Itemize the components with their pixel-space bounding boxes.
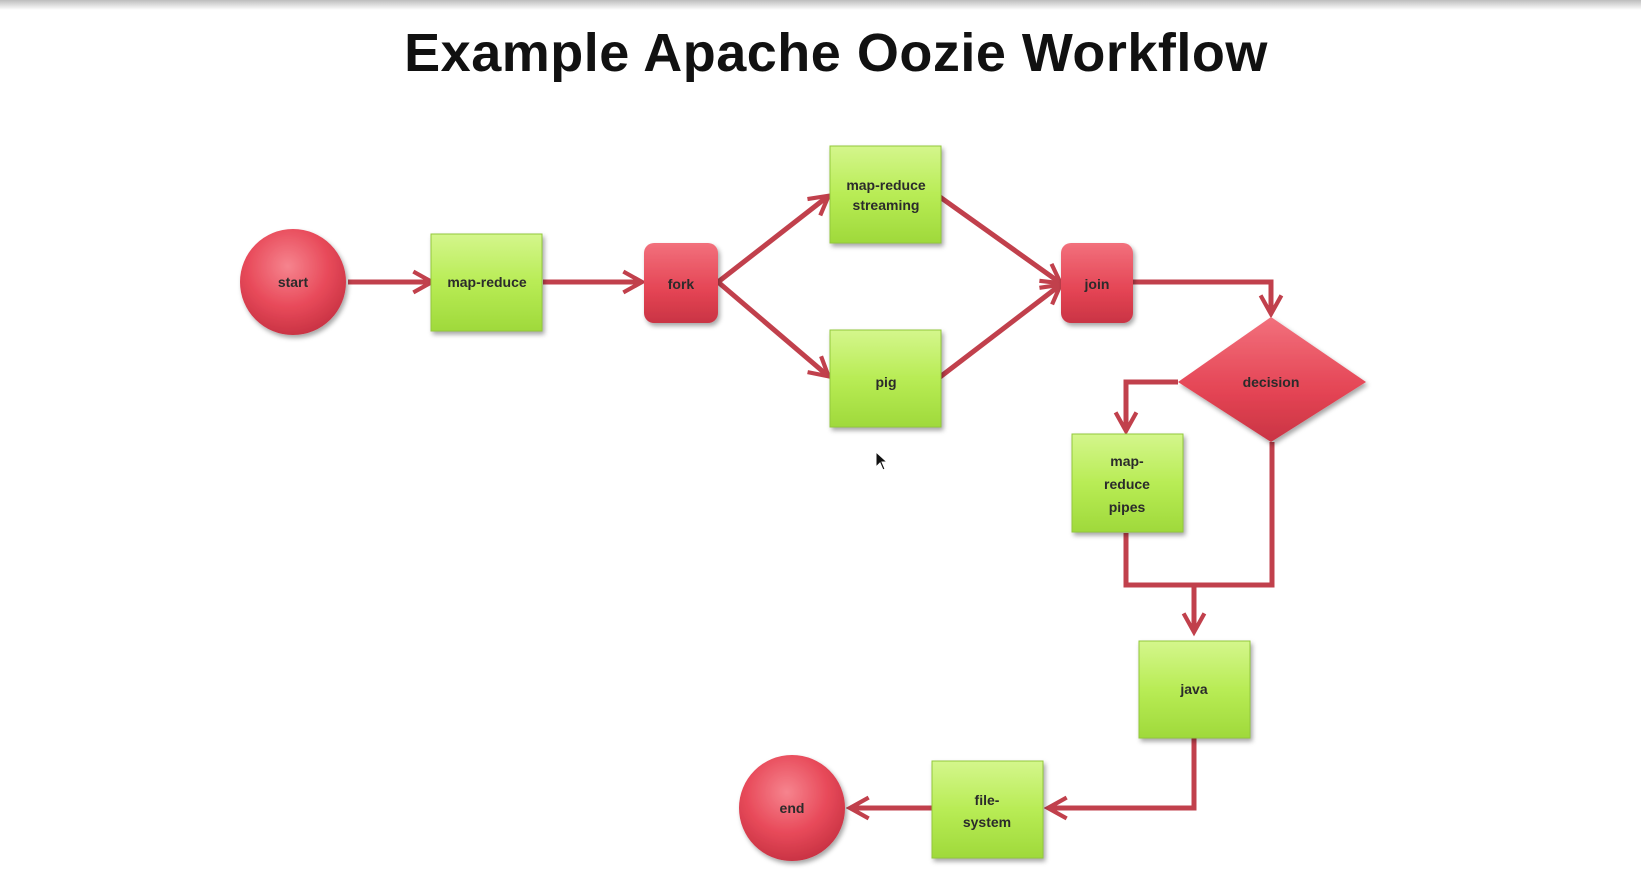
mouse-cursor-icon: [875, 451, 889, 471]
edge-java-to-file-system: [1050, 738, 1197, 808]
edge-decision-to-pipes: [1126, 379, 1178, 429]
node-streaming-label-line-2: streaming: [853, 197, 920, 213]
node-map-reduce-streaming: map-reduce streaming: [829, 145, 942, 244]
node-start-label: start: [278, 274, 309, 290]
edge-pig-to-join: [938, 286, 1059, 379]
node-decision: decision: [1178, 317, 1366, 442]
node-pipes-label-line-2: reduce: [1104, 476, 1150, 492]
node-pipes-label-line-1: map-: [1110, 453, 1144, 469]
node-pig-label: pig: [876, 374, 897, 390]
edge-pipes-to-java-join: [1123, 442, 1275, 588]
node-fork: fork: [644, 243, 718, 323]
node-end-label: end: [780, 800, 805, 816]
node-decision-label: decision: [1243, 374, 1300, 390]
page-title: Example Apache Oozie Workflow: [404, 23, 1268, 83]
node-join: join: [1061, 243, 1133, 323]
edge-fork-to-streaming: [716, 197, 827, 284]
node-map-reduce-label: map-reduce: [447, 274, 527, 290]
node-pipes-label-line-3: pipes: [1109, 499, 1146, 515]
node-fork-label: fork: [668, 276, 695, 292]
node-map-reduce-pipes: map- reduce pipes: [1071, 433, 1184, 533]
node-java-label: java: [1179, 681, 1207, 697]
node-file-system: file- system: [931, 760, 1044, 859]
node-streaming-label-line-1: map-reduce: [846, 177, 926, 193]
node-java: java: [1138, 640, 1251, 739]
edge-streaming-to-join: [938, 194, 1059, 282]
edges: [348, 197, 1272, 808]
node-end: end: [739, 755, 845, 861]
node-file-system-label-line-2: system: [963, 814, 1011, 830]
node-pig: pig: [829, 329, 942, 428]
node-file-system-label-line-1: file-: [975, 792, 1000, 808]
node-map-reduce: map-reduce: [430, 233, 543, 332]
node-join-label: join: [1084, 276, 1110, 292]
node-start: start: [240, 229, 346, 335]
edge-join-to-decision: [1131, 279, 1271, 312]
edge-fork-to-pig: [716, 280, 827, 375]
top-shade: [0, 0, 1641, 10]
